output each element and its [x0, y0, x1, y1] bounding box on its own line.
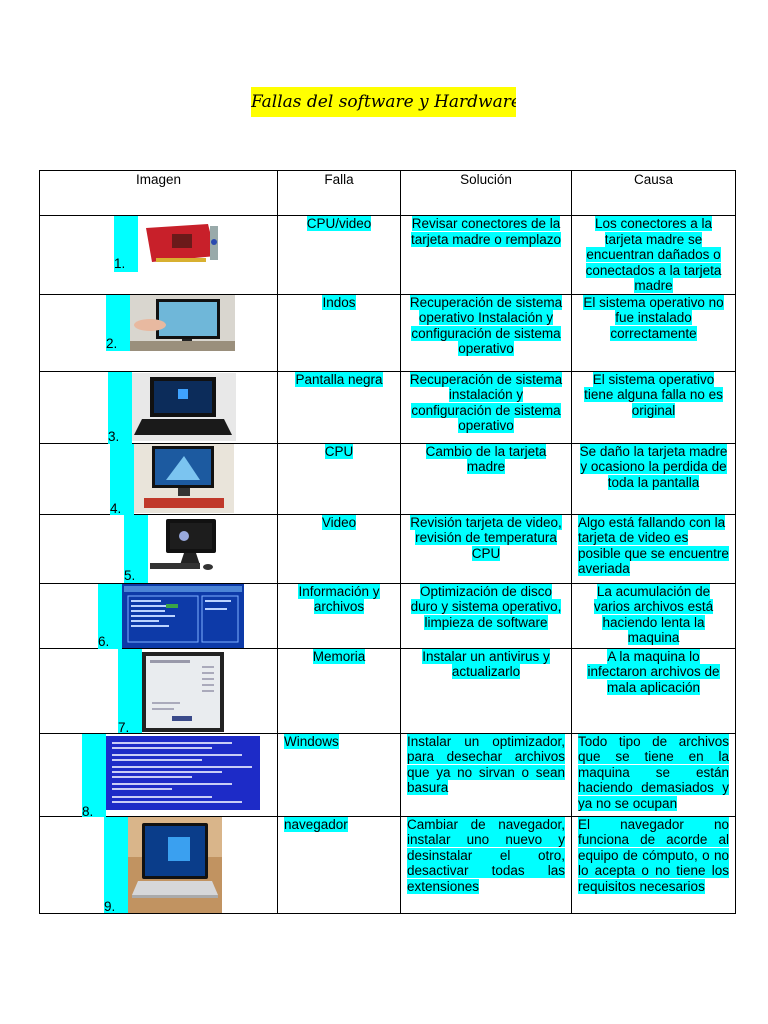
table-row: 3. Pantalla negra Recuperación de sistem…: [39, 370, 736, 444]
table-header-row: Imagen Falla Solución Causa: [39, 170, 736, 216]
solucion-cell: Instalar un antivirus y actualizarlo: [400, 647, 572, 734]
causa-cell: A la maquina lo infectaron archivos de m…: [571, 647, 736, 734]
document-title: Fallas del software y Hardware: [251, 87, 516, 117]
highlight-bar: [106, 294, 130, 351]
row-number: 3.: [108, 428, 120, 444]
graphics-card-photo: [138, 218, 226, 272]
causa-cell: El navegador no funciona de acorde al eq…: [571, 815, 736, 914]
image-cell: 6.: [39, 582, 278, 649]
solucion-cell: Recuperación de sistema operativo Instal…: [400, 293, 572, 372]
solucion-cell: Instalar un optimizador, para desechar a…: [400, 732, 572, 817]
row-number: 6.: [98, 633, 110, 649]
table-row: 4. CPU Cambio de la tarjeta madre Se dañ…: [39, 442, 736, 516]
row-number: 1.: [114, 256, 126, 271]
image-cell: 5.: [39, 513, 278, 584]
bios-screen-photo: [122, 583, 244, 648]
falla-cell: Video: [277, 513, 401, 584]
image-cell: 9.: [39, 815, 278, 914]
solucion-cell: Revisar conectores de la tarjeta madre o…: [400, 215, 572, 295]
laptop-windows10-photo: [128, 816, 222, 913]
laptop-windows-photo: [132, 372, 236, 441]
causa-cell: El sistema operativo tiene alguna falla …: [571, 370, 736, 444]
memory-test-photo: [142, 651, 224, 732]
highlight-bar: [82, 733, 106, 817]
blue-screen-photo: [106, 735, 260, 810]
solucion-cell: Recuperación de sistema instalación y co…: [400, 370, 572, 444]
highlight-bar: [104, 816, 128, 913]
causa-cell: Algo está fallando con la tarjeta de vid…: [571, 513, 736, 584]
table-row: 5. Video Revisión tarjeta de video, revi…: [39, 513, 736, 584]
solucion-cell: Revisión tarjeta de video, revisión de t…: [400, 513, 572, 584]
falla-cell: navegador: [277, 815, 401, 914]
highlight-bar: [98, 583, 122, 649]
solucion-cell: Cambiar de navegador, instalar uno nuevo…: [400, 815, 572, 914]
table-row: 7. Memoria Instalar un antivirus y actua…: [39, 647, 736, 735]
faults-table: Imagen Falla Solución Causa 1. CPU/video…: [39, 170, 736, 914]
desktop-monitor-photo: [134, 443, 234, 513]
image-cell: 8.: [39, 732, 278, 819]
falla-cell: Indos: [277, 293, 401, 372]
causa-cell: Los conectores a la tarjeta madre se enc…: [571, 215, 736, 295]
row-number: 8.: [82, 803, 94, 819]
falla-cell: Memoria: [277, 647, 401, 734]
row-number: 9.: [104, 898, 116, 914]
highlight-bar: [110, 443, 134, 515]
header-solucion: Solución: [400, 170, 572, 216]
row-number: 2.: [106, 335, 118, 351]
falla-cell: CPU/video: [277, 215, 401, 295]
image-cell: 1.: [39, 215, 278, 295]
image-cell: 7.: [39, 647, 278, 735]
image-cell: 4.: [39, 442, 278, 516]
highlight-bar: [118, 648, 142, 733]
falla-cell: Pantalla negra: [277, 370, 401, 444]
causa-cell: La acumulación de varios archivos está h…: [571, 582, 736, 649]
header-falla: Falla: [277, 170, 401, 216]
causa-cell: Todo tipo de archivos que se tiene en la…: [571, 732, 736, 817]
header-causa: Causa: [571, 170, 736, 216]
falla-cell: CPU: [277, 442, 401, 515]
all-in-one-photo: [148, 516, 218, 579]
image-cell: 2.: [39, 293, 278, 372]
table-row: 9. navegador Cambiar de navegador, insta…: [39, 815, 736, 914]
table-row: 8. Windows Instalar un optimizador, para…: [39, 732, 736, 819]
table-row: 2. Indos Recuperación de sistema operati…: [39, 293, 736, 372]
falla-cell: Información y archivos: [277, 582, 401, 649]
highlight-bar: [114, 216, 138, 272]
table-row: 1. CPU/video Revisar conectores de la ta…: [39, 215, 736, 295]
solucion-cell: Optimización de disco duro y sistema ope…: [400, 582, 572, 649]
row-number: 4.: [110, 500, 122, 516]
monitor-touch-photo: [130, 294, 235, 351]
causa-cell: El sistema operativo no fue instalado co…: [571, 293, 736, 372]
highlight-bar: [124, 514, 148, 583]
falla-cell: Windows: [277, 732, 401, 817]
highlight-bar: [108, 371, 132, 444]
solucion-cell: Cambio de la tarjeta madre: [400, 442, 572, 515]
table-row: 6. Información y archivos Optimización d…: [39, 582, 736, 649]
row-number: 7.: [118, 719, 130, 735]
header-imagen: Imagen: [39, 170, 278, 216]
causa-cell: Se daño la tarjeta madre y ocasiono la p…: [571, 442, 736, 515]
image-cell: 3.: [39, 370, 278, 444]
row-number: 5.: [124, 567, 136, 583]
